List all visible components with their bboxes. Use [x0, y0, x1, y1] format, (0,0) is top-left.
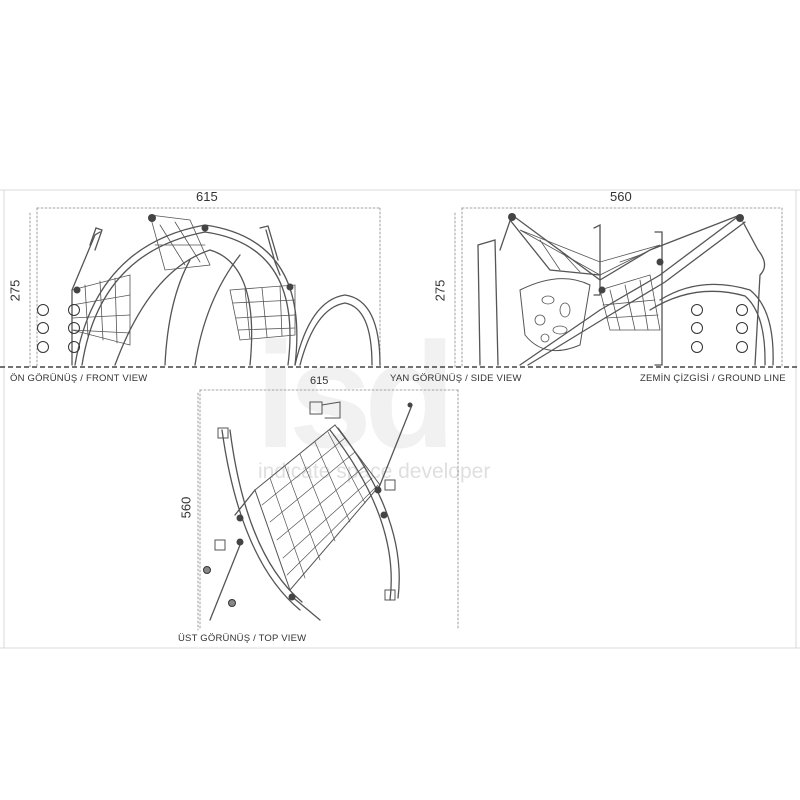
watermark-logo: isd — [255, 311, 456, 479]
top-view-drawing — [197, 389, 459, 631]
side-width-label: 560 — [610, 189, 632, 204]
top-height-label: 560 — [178, 496, 194, 519]
top-dimension-lines — [197, 389, 459, 631]
front-dimension-lines — [29, 207, 381, 368]
watermark-tagline: indicate space developer — [258, 460, 491, 483]
side-dimension-lines — [454, 207, 783, 368]
front-view-drawing — [29, 207, 381, 368]
side-view-drawing — [454, 207, 783, 368]
side-view-title: YAN GÖRÜNÜŞ / SIDE VIEW — [390, 373, 522, 384]
ground-line-title: ZEMİN ÇİZGİSİ / GROUND LINE — [640, 373, 786, 384]
front-height-label: 275 — [7, 279, 23, 302]
front-width-label: 615 — [196, 189, 218, 204]
frame-lines — [0, 189, 800, 649]
top-width-label: 615 — [310, 375, 329, 387]
top-view-title: ÜST GÖRÜNÜŞ / TOP VIEW — [178, 633, 307, 644]
front-view-title: ÖN GÖRÜNÜŞ / FRONT VIEW — [10, 373, 148, 384]
side-height-label: 275 — [432, 279, 448, 302]
